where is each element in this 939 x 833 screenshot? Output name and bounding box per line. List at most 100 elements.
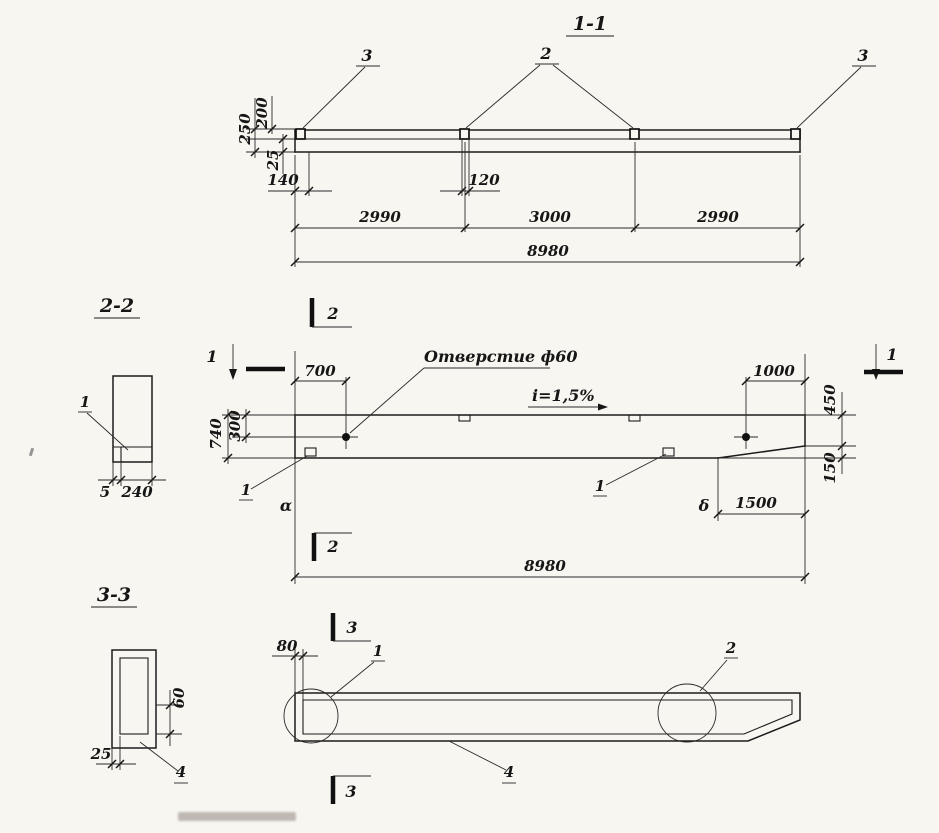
callout-4-section33: 4 xyxy=(139,741,188,784)
edge-plate-mark-2 xyxy=(628,414,641,422)
dim-1000-label: 1000 xyxy=(753,362,795,380)
view-section-3-3: 3-3 60 25 4 xyxy=(90,584,188,784)
callout-3-left: 3 xyxy=(302,46,380,129)
dims-left-vertical-plan: 740 300 xyxy=(207,409,295,464)
dim-60-label: 60 xyxy=(170,687,188,708)
dim-200-label: 200 xyxy=(253,97,271,130)
detail-circle-2 xyxy=(657,683,717,743)
view-plan: 2 1 1 xyxy=(206,298,903,584)
callout-4-underside: 4 xyxy=(448,740,516,784)
dims-left-vertical: 250 200 25 xyxy=(236,96,295,174)
dim-total-plan: 8980 xyxy=(290,557,810,582)
down-arrow-icon xyxy=(229,369,237,380)
dim-700-label: 700 xyxy=(304,362,336,380)
callout-4-section-label: 4 xyxy=(176,763,186,781)
dims-section22: 5 240 xyxy=(98,462,166,501)
dim-120-label: 120 xyxy=(468,171,500,189)
dim-150-label: 150 xyxy=(821,452,839,484)
dim-2990-left-label: 2990 xyxy=(358,208,401,226)
dim-25-section33: 25 xyxy=(90,736,136,770)
dim-80: 80 xyxy=(272,637,318,700)
hole-note-label: Отверстие ф60 xyxy=(424,347,578,366)
view-title-2-2: 2-2 xyxy=(99,295,134,317)
hole-right xyxy=(742,433,750,441)
dim-total-elevation: 8980 xyxy=(290,242,805,267)
cut-mark-3-bottom: 3 xyxy=(330,775,371,804)
cut-mark-2-top: 2 xyxy=(309,298,352,328)
cut-mark-3-top: 3 xyxy=(330,613,371,642)
dim-700: 700 xyxy=(290,351,351,415)
hole-left xyxy=(342,433,350,441)
callout-1-plan-right-label: 1 xyxy=(595,477,605,495)
dim-2990-right-label: 2990 xyxy=(696,208,739,226)
dim-60: 60 xyxy=(156,687,188,746)
section-2-2-outline xyxy=(112,375,153,463)
cut-3-bottom-label: 3 xyxy=(345,782,356,801)
cut-3-top-label: 3 xyxy=(346,618,357,637)
dim-450-label: 450 xyxy=(821,384,839,416)
detail-2-label: 2 xyxy=(725,639,736,657)
angle-delta-label: δ xyxy=(698,496,710,515)
dim-8980-elevation-label: 8980 xyxy=(527,242,569,260)
dim-8980-plan-label: 8980 xyxy=(524,557,566,575)
embedded-plate-3 xyxy=(629,128,640,140)
dim-3000-label: 3000 xyxy=(529,208,571,226)
callout-2-label: 2 xyxy=(539,44,551,63)
callout-3-right: 3 xyxy=(796,46,876,129)
embedded-plate-1 xyxy=(295,128,306,140)
angle-alpha-label: α xyxy=(280,496,292,515)
embedded-plate-2 xyxy=(459,128,470,140)
dim-1500: 1500 xyxy=(713,446,810,584)
dim-80-label: 80 xyxy=(277,637,298,655)
callout-4-underside-label: 4 xyxy=(504,763,514,781)
cut-2-top-label: 2 xyxy=(326,304,338,323)
beam-elevation-outline xyxy=(294,129,801,153)
slope-arrow-icon xyxy=(598,403,608,411)
callout-1-plan-left-label: 1 xyxy=(241,481,251,499)
callout-1-label: 1 xyxy=(80,393,90,411)
callout-3-left-label: 3 xyxy=(361,46,372,65)
detail-1-label: 1 xyxy=(373,642,383,660)
cut-1-left-label: 1 xyxy=(206,347,217,366)
callout-1-plan-right: 1 xyxy=(593,453,667,497)
slope-note: i=1,5% xyxy=(528,386,608,411)
beam-plan-outline xyxy=(294,414,806,459)
view-elevation-1-1: 1-1 3 2 3 xyxy=(236,13,876,267)
callout-1-section22: 1 xyxy=(78,393,129,451)
dim-1500-label: 1500 xyxy=(735,494,777,512)
dim-120: 120 xyxy=(440,139,500,196)
holes xyxy=(232,377,758,449)
callout-detail-1: 1 xyxy=(330,642,385,698)
dim-140-label: 140 xyxy=(267,171,299,189)
beam-underside-outline xyxy=(294,692,801,742)
scan-artifact xyxy=(178,812,296,821)
dim-5-label: 5 xyxy=(100,483,110,501)
section-3-3-outline xyxy=(111,649,157,749)
dims-right-vertical: 450 150 xyxy=(718,384,856,484)
dim-300-label: 300 xyxy=(226,410,244,442)
dim-740-label: 740 xyxy=(207,418,225,450)
cut-mark-2-bottom: 2 xyxy=(311,532,352,561)
callout-detail-2: 2 xyxy=(699,639,738,692)
dim-25-label: 25 xyxy=(264,150,282,172)
embedded-plates xyxy=(295,128,801,140)
cut-mark-1-left: 1 xyxy=(206,344,285,380)
cut-2-bottom-label: 2 xyxy=(326,537,338,556)
dim-spans: 2990 3000 2990 xyxy=(290,142,805,267)
view-underside: 3 80 1 2 4 xyxy=(272,613,801,804)
dim-1000: 1000 xyxy=(741,354,810,415)
view-title-3-3: 3-3 xyxy=(97,584,131,606)
slope-note-label: i=1,5% xyxy=(532,386,595,405)
cut-mark-1-right: 1 xyxy=(864,344,903,380)
dim-240-label: 240 xyxy=(120,483,153,501)
edge-plate-mark-4 xyxy=(662,447,675,457)
hole-note: Отверстие ф60 xyxy=(349,347,578,434)
dim-140: 140 xyxy=(267,152,332,196)
edge-plate-mark-1 xyxy=(458,414,471,422)
view-section-2-2: 2-2 1 5 240 xyxy=(78,295,166,501)
detail-circle-1 xyxy=(283,688,339,744)
edge-plate-mark-3 xyxy=(304,447,317,457)
view-title-1-1: 1-1 xyxy=(573,13,607,35)
callout-2-mid: 2 xyxy=(465,44,634,129)
